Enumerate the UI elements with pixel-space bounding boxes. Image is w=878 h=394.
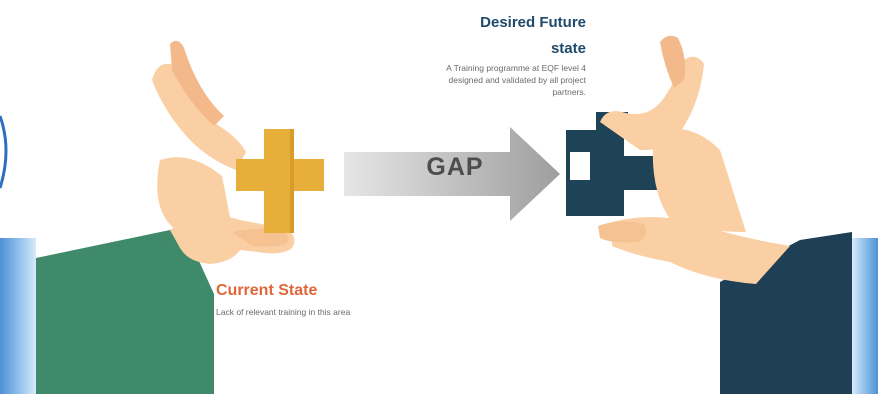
gap-arrow xyxy=(344,127,560,221)
right-edge-decoration xyxy=(852,238,878,394)
right-palm xyxy=(612,217,790,284)
right-thumb xyxy=(598,221,646,243)
right-hand-figure xyxy=(598,35,852,394)
gap-label: GAP xyxy=(426,153,484,181)
right-palm-base xyxy=(652,128,746,232)
right-middle-finger xyxy=(660,35,686,88)
partial-arc-decoration xyxy=(0,115,8,189)
current-state-title: Current State xyxy=(216,282,318,299)
left-middle-finger xyxy=(170,40,224,126)
left-sleeve xyxy=(36,230,214,394)
current-state-description: Lack of relevant training in this area xyxy=(216,307,351,317)
future-state-description: A Training programme at EQF level 4 desi… xyxy=(446,63,586,97)
future-state-title: Desired Future state xyxy=(480,14,586,57)
left-index-finger xyxy=(152,63,246,170)
left-puzzle-piece xyxy=(236,129,324,233)
left-palm-base xyxy=(157,157,232,233)
left-edge-decoration xyxy=(0,238,36,394)
left-hand-figure xyxy=(36,40,295,394)
